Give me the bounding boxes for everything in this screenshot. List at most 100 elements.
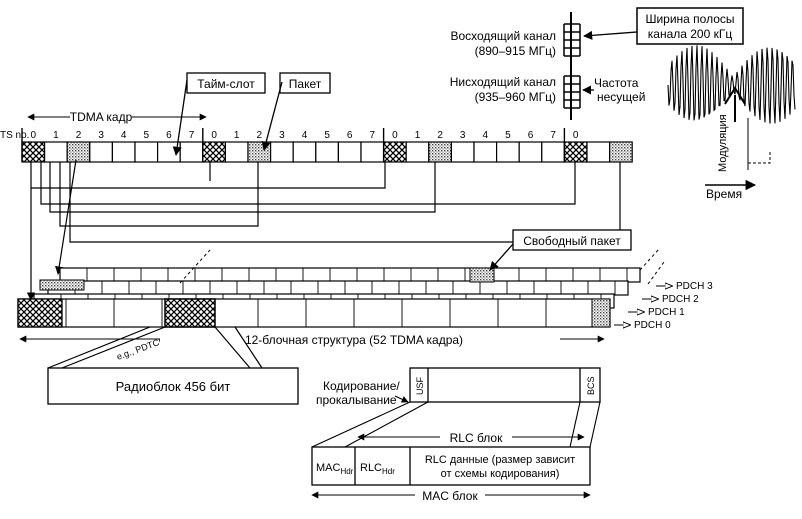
carrier-line1: Частота	[594, 76, 639, 90]
timeslot-number: 5	[144, 130, 150, 141]
highlight-block	[164, 298, 216, 328]
timeslot-cell	[541, 141, 565, 163]
pdch-stack: Свободный пакет PDCH 3 PDCH 2 PDCH 1 PDC…	[17, 229, 713, 362]
timeslot-cells	[21, 128, 633, 163]
carrier-waveform	[667, 45, 796, 124]
timeslot-number: 7	[189, 130, 195, 141]
time-label: Время	[706, 187, 742, 201]
timeslot-cell	[315, 141, 339, 163]
coding-line1: Кодирование/	[323, 379, 400, 393]
timeslot-cell	[134, 141, 159, 163]
timeslot-number: 0	[573, 130, 579, 141]
timeslot-cell	[563, 141, 588, 163]
uplink-range: (890–915 МГц)	[475, 44, 556, 58]
bandwidth-box	[636, 7, 744, 45]
ts-no-label: TS no.	[0, 130, 29, 141]
timeslot-number: 3	[279, 130, 285, 141]
pdch-row	[17, 298, 611, 328]
uplink-label: Восходящий канал	[450, 29, 556, 43]
packet-label: Пакет	[289, 77, 322, 91]
rlc-hdr-label: RLCHdr	[360, 462, 395, 476]
timeslot-cell	[179, 141, 204, 163]
timeslot-number: 1	[53, 130, 59, 141]
radio-block-label: Радиоблок 456 бит	[116, 379, 231, 394]
radio-block-box	[47, 367, 299, 405]
rlc-block-label: RLC блок	[450, 431, 503, 445]
downlink-ladder	[563, 75, 581, 109]
mac-block-label: MAC блок	[422, 489, 478, 503]
timeslot-number: 2	[257, 130, 263, 141]
timeslot-number: 7	[370, 130, 376, 141]
timeslot-cell	[473, 141, 498, 163]
timeslot-cell	[428, 141, 452, 163]
pdch-row	[47, 280, 629, 296]
timeslot-cell	[405, 141, 430, 163]
timeslot-number: 4	[121, 130, 127, 141]
timeslot-cell	[247, 141, 272, 163]
pdch0-label: PDCH 0	[634, 320, 671, 331]
radio-block-section: Радиоблок 456 бит	[47, 326, 299, 405]
timeslot-label: Тайм-слот	[197, 77, 255, 91]
timeslot-cell	[202, 141, 227, 163]
packet-callout	[279, 72, 331, 94]
timeslot-cell	[292, 141, 317, 163]
modulation-arrow	[724, 86, 746, 122]
timeslot-cell	[66, 141, 91, 163]
timeslot-number: 6	[166, 130, 172, 141]
pdch0-last-block	[591, 298, 611, 328]
timeslot-cell	[21, 141, 46, 163]
timeslot-cell	[518, 141, 543, 163]
downlink-label: Нисходящий канал	[450, 75, 556, 89]
timeslot-cell	[450, 141, 475, 163]
downlink-range: (935–960 МГц)	[475, 90, 556, 104]
timeslot-cell	[43, 141, 68, 163]
uplink-ladder	[563, 23, 581, 57]
timeslot-cell	[270, 141, 294, 163]
bandwidth-line1: Ширина полосы	[645, 12, 734, 26]
frame-connectors	[26, 159, 621, 301]
pdch-row	[59, 267, 641, 283]
timeslot-number: 4	[483, 130, 489, 141]
timeslot-number: 5	[324, 130, 330, 141]
pdch3-label: PDCH 3	[676, 281, 713, 292]
timeslot-number: 1	[415, 130, 421, 141]
timeslot-cell	[360, 141, 385, 163]
pdch1-label: PDCH 1	[648, 307, 685, 318]
tdma-frame-label: TDMA кадр	[70, 110, 133, 124]
multiframe-label: 12-блочная структура (52 TDMA кадра)	[245, 333, 463, 347]
mac-hdr-label: MACHdr	[316, 462, 354, 476]
timeslot-number: 0	[31, 130, 37, 141]
timeslot-number: 2	[76, 130, 82, 141]
timeslot-number: 3	[460, 130, 466, 141]
timeslot-number: 0	[392, 130, 398, 141]
timeslot-number: 4	[302, 130, 308, 141]
timeslot-cell	[608, 141, 633, 163]
free-packet-callout	[512, 229, 632, 251]
timeslot-number: 5	[505, 130, 511, 141]
timeslot-number: 7	[550, 130, 556, 141]
timeslot-cell	[224, 141, 249, 163]
mac-block-box	[311, 446, 591, 486]
timeslot-cell	[111, 141, 136, 163]
modulation-label: Модуляция	[717, 114, 729, 172]
coded-block	[409, 367, 601, 403]
timeslot-number: 3	[98, 130, 104, 141]
rlc-data-line2: от схемы кодирования)	[441, 468, 560, 480]
timeslot-cell	[496, 141, 520, 163]
coding-line2: прокалывание	[316, 393, 397, 407]
timeslot-cell	[337, 141, 362, 163]
timeslot-number: 2	[437, 130, 443, 141]
pdch2-label: PDCH 2	[662, 294, 699, 305]
timeslot-number: 0	[211, 130, 217, 141]
rlc-data-line1: RLC данные (размер зависит	[425, 454, 575, 466]
timeslot-cell	[586, 141, 611, 163]
timeslot-cell	[383, 141, 407, 163]
pdch-dotted-block	[39, 279, 85, 291]
free-packet-label: Свободный пакет	[523, 234, 621, 248]
rlc-mac-section: Кодирование/ прокалывание USF BCS RLC бл…	[311, 367, 601, 503]
timeslot-cell	[89, 141, 114, 163]
pdch0-first-block	[17, 298, 63, 328]
